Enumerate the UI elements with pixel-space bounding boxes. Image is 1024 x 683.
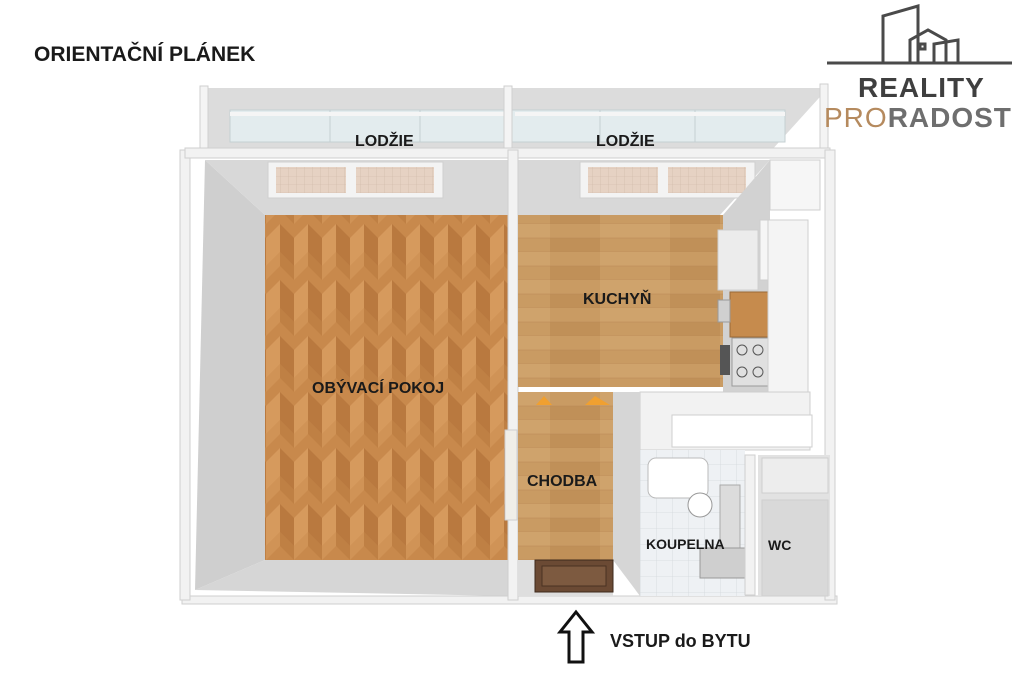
logo-accent: PRO: [824, 102, 888, 133]
room-label-hallway: CHODBA: [527, 473, 598, 490]
room-label-wc: WC: [768, 537, 792, 553]
partition-wall: [507, 149, 519, 601]
room-label-loggia-left: LODŽIE: [355, 133, 414, 150]
logo-line-1: REALITY: [858, 72, 985, 103]
entrance-label: VSTUP do BYTU: [610, 631, 751, 651]
logo-line-2: PRORADOST: [824, 104, 1012, 132]
wc: [758, 455, 830, 597]
loggia: [199, 83, 829, 157]
living-room-floor: [265, 215, 512, 560]
room-label-loggia-right: LODŽIE: [596, 133, 655, 150]
hallway: [504, 392, 640, 596]
windows: [267, 161, 756, 199]
room-label-bathroom: KOUPELNA: [646, 536, 725, 552]
bathroom: [640, 450, 756, 596]
logo-house-icon: [827, 4, 1012, 65]
logo-rest: RADOST: [887, 102, 1012, 133]
room-label-living-room: OBÝVACÍ POKOJ: [312, 380, 445, 397]
page-title: ORIENTAČNÍ PLÁNEK: [34, 43, 256, 66]
arrow-up-icon: [556, 609, 596, 664]
room-label-kitchen: KUCHYŇ: [583, 291, 652, 308]
